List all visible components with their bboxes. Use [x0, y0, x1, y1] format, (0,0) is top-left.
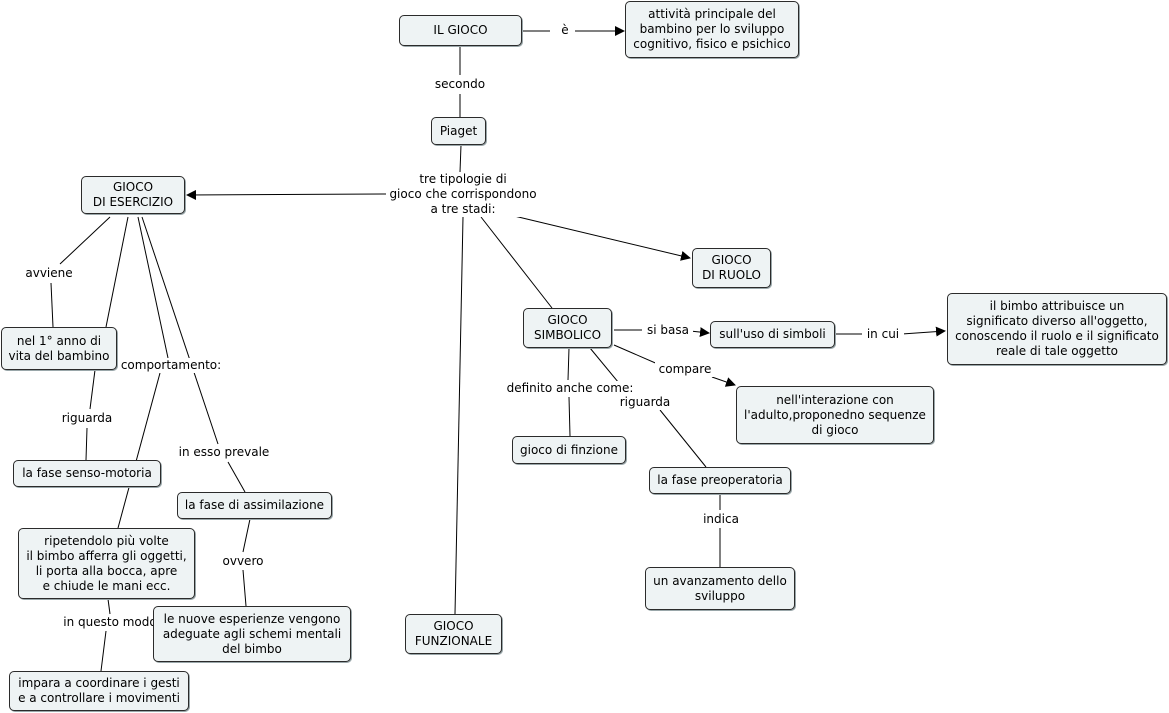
- edge-simbolico-compare: [613, 344, 661, 366]
- link-label-indica: indica: [698, 512, 744, 527]
- link-label-compare: compare: [655, 362, 715, 377]
- link-label-avviene: avviene: [21, 266, 77, 281]
- node-fase-preoperatoria[interactable]: la fase preoperatoria: [649, 467, 791, 494]
- edge-piaget-tipologie: [459, 144, 462, 173]
- link-label-in-cui: in cui: [862, 327, 904, 342]
- link-label-riguarda-esercizio: riguarda: [58, 411, 116, 426]
- edge-compare-interazione: [711, 376, 736, 387]
- link-label-e: è: [556, 23, 574, 38]
- link-label-si-basa: si basa: [643, 323, 693, 338]
- node-gioco-di-finzione[interactable]: gioco di finzione: [512, 436, 626, 464]
- edge-ovvero-esperienze: [242, 569, 247, 607]
- link-label-riguarda-simbolico: riguarda: [616, 395, 674, 410]
- node-bimbo-attribuisce[interactable]: il bimbo attribuisce un significato dive…: [947, 293, 1167, 365]
- edge-prevale-assimilazione: [227, 461, 246, 493]
- link-label-tre-tipologie: tre tipologie di gioco che corrispondono…: [386, 172, 540, 217]
- node-gioco-di-esercizio[interactable]: GIOCO DI ESERCIZIO: [81, 176, 185, 214]
- link-label-ovvero: ovvero: [218, 554, 268, 569]
- node-gioco-simbolico[interactable]: GIOCO SIMBOLICO: [523, 308, 612, 348]
- edge-riguarda-preoperatoria: [659, 409, 707, 468]
- node-uso-di-simboli[interactable]: sull'uso di simboli: [710, 321, 835, 348]
- node-primo-anno[interactable]: nel 1° anno di vita del bambino: [1, 327, 117, 370]
- node-gioco-funzionale[interactable]: GIOCO FUNZIONALE: [405, 614, 502, 654]
- link-label-in-questo-modo: in questo modo: [60, 615, 160, 630]
- node-avanzamento-sviluppo[interactable]: un avanzamento dello sviluppo: [645, 567, 795, 610]
- edge-modo-coordinare: [100, 630, 107, 672]
- edge-avviene-primoanno: [50, 282, 54, 328]
- edge-riguarda-sensomotoria: [85, 427, 88, 461]
- node-nuove-esperienze[interactable]: le nuove esperienze vengono adeguate agl…: [153, 606, 351, 662]
- node-coordinare-gesti[interactable]: impara a coordinare i gesti e a controll…: [9, 671, 189, 711]
- node-ripetendolo[interactable]: ripetendolo più volte il bimbo afferra g…: [18, 528, 195, 599]
- edge-comportamento-ripetendolo: [117, 372, 161, 529]
- edge-tipologie-funzionale: [454, 216, 464, 615]
- link-label-in-esso-prevale: in esso prevale: [175, 445, 273, 460]
- edge-tipologie-simbolico: [480, 216, 553, 309]
- edge-simbolico-definito: [567, 347, 570, 381]
- edge-tipologie-esercizio: [186, 189, 387, 200]
- node-gioco-di-ruolo[interactable]: GIOCO DI RUOLO: [692, 248, 771, 288]
- edge-sibasa-usosimboli: [689, 327, 710, 338]
- node-fase-assimilazione[interactable]: la fase di assimilazione: [177, 492, 332, 519]
- edge-definito-finzione: [568, 396, 571, 437]
- node-piaget[interactable]: Piaget: [431, 117, 486, 145]
- edge-assimilazione-ovvero: [242, 518, 251, 553]
- node-attivita-principale[interactable]: attività principale del bambino per lo s…: [625, 1, 799, 58]
- edge-esercizio-avviene: [59, 216, 111, 265]
- edge-esercizio-comportamento: [137, 216, 169, 359]
- link-label-secondo: secondo: [428, 77, 492, 92]
- edge-tipologie-ruolo: [509, 214, 691, 261]
- node-il-gioco[interactable]: IL GIOCO: [399, 15, 522, 46]
- edge-esercizio-riguarda: [105, 216, 129, 328]
- edge-ripetendolo-modo: [107, 598, 111, 615]
- link-label-comportamento: comportamento:: [118, 358, 224, 373]
- node-fase-senso-motoria[interactable]: la fase senso-motoria: [13, 460, 161, 487]
- edge-incui-attribuisce: [901, 326, 946, 337]
- node-interazione-adulto[interactable]: nell'interazione con l'adulto,proponedno…: [736, 386, 934, 444]
- edge-esercizio-prevale: [141, 216, 219, 445]
- edge-primoanno-riguarda: [89, 369, 96, 410]
- link-label-definito-anche-come: definito anche come:: [503, 381, 637, 396]
